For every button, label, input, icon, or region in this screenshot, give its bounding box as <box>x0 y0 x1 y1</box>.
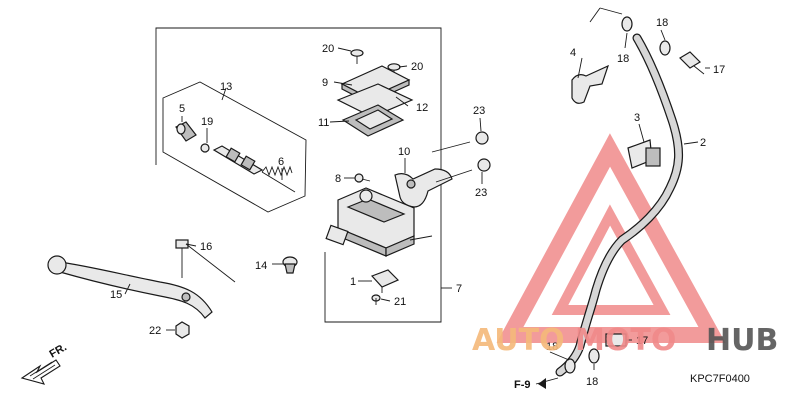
callout-13: 13 <box>220 81 232 93</box>
reservoir-diaphragm <box>341 104 405 137</box>
hose-clamp <box>627 139 661 169</box>
lever-pivot-bolt <box>175 239 189 278</box>
piston-assembly <box>212 145 264 175</box>
sealing-washer-4 <box>588 348 600 364</box>
callout-18-bottom-left: 18 <box>546 341 558 353</box>
callout-5: 5 <box>179 103 185 115</box>
reference-label: F-9 <box>514 379 531 391</box>
master-cylinder-body <box>325 187 433 257</box>
snap-ring <box>200 143 210 153</box>
banjo-bolt-upper <box>679 51 705 75</box>
reservoir-plate <box>336 83 414 118</box>
callout-19: 19 <box>201 116 213 128</box>
diagram-code: KPC7F0400 <box>690 373 750 385</box>
callout-16: 16 <box>200 241 212 253</box>
callout-20-upper: 20 <box>322 43 334 55</box>
callout-18-left: 18 <box>617 53 629 65</box>
brake-light-switch <box>370 269 400 293</box>
callout-12: 12 <box>416 102 428 114</box>
callout-6: 6 <box>278 156 284 168</box>
callout-4: 4 <box>570 47 576 59</box>
callout-18-bottom-right: 18 <box>586 376 598 388</box>
callout-3: 3 <box>634 112 640 124</box>
callout-23-lower: 23 <box>475 187 487 199</box>
watermark-text-hub: HUB <box>706 323 778 358</box>
callout-20-right: 20 <box>411 61 423 73</box>
callout-10: 10 <box>398 146 410 158</box>
brake-hose <box>555 33 684 377</box>
front-label: FR. <box>48 341 69 360</box>
sealing-washer-1 <box>621 16 633 32</box>
small-screw <box>354 173 371 183</box>
watermark-text-moto: MOTO <box>575 323 676 358</box>
holder-bolt-upper <box>431 131 489 153</box>
callout-11: 11 <box>318 117 329 129</box>
callout-8: 8 <box>335 173 341 185</box>
hose-guide <box>571 64 610 104</box>
leader-lines <box>124 29 710 370</box>
pivot-cap <box>282 256 298 274</box>
piston-boot <box>175 121 197 142</box>
callout-17-upper: 17 <box>713 64 725 76</box>
master-cylinder-holder <box>394 168 453 208</box>
watermark-text-auto: AUTO <box>472 323 565 358</box>
sealing-washer-2 <box>659 40 671 56</box>
watermark-text: AUTO MOTO HUB <box>472 323 778 358</box>
callout-15: 15 <box>110 289 122 301</box>
callout-1: 1 <box>350 276 356 288</box>
callout-9: 9 <box>322 77 328 89</box>
lever-pivot-nut <box>175 321 190 339</box>
callout-17-lower: 17 <box>636 335 648 347</box>
callout-14: 14 <box>255 260 267 272</box>
reservoir-screw-left <box>350 49 364 64</box>
callout-22: 22 <box>149 325 161 337</box>
holder-bolt-lower <box>435 158 491 183</box>
callout-18-top: 18 <box>656 17 668 29</box>
callout-23-upper: 23 <box>473 105 485 117</box>
callout-7: 7 <box>456 283 462 295</box>
piston-kit-box <box>162 81 307 213</box>
callout-21: 21 <box>394 296 406 308</box>
piston-spring <box>261 165 296 193</box>
reference-arrow: F-9 <box>514 377 559 391</box>
callout-2: 2 <box>700 137 706 149</box>
callout-numbers: 20 20 9 12 11 13 5 19 6 10 8 16 14 1 21 … <box>110 17 725 388</box>
front-direction-indicator: FR. <box>20 341 69 385</box>
watermark-logo <box>496 133 726 343</box>
sealing-washer-3 <box>564 358 576 374</box>
brake-lever <box>47 255 213 319</box>
switch-screw <box>371 294 381 305</box>
